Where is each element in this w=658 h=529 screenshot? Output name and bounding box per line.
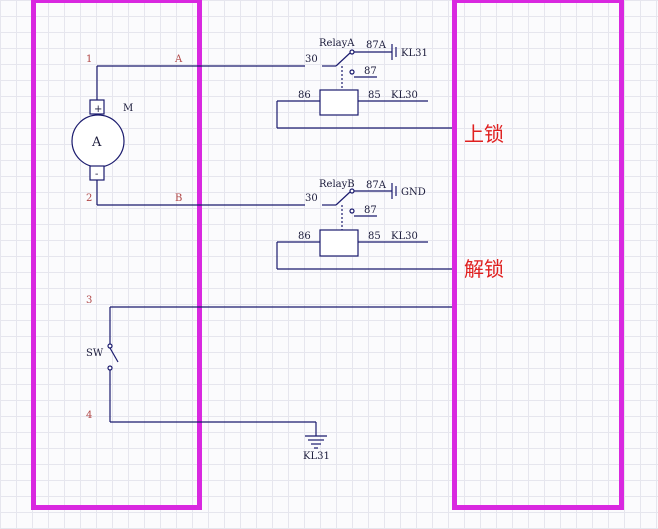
net-b-label: B xyxy=(175,193,182,204)
lock-annotation: 上锁 xyxy=(464,122,504,146)
motor-symbol: A xyxy=(91,135,102,150)
pin-2-label: 2 xyxy=(86,193,92,204)
relay-a-terminal-85: 85 xyxy=(368,90,381,101)
relay-b-terminal-86: 86 xyxy=(298,231,311,242)
switch: SW xyxy=(86,306,452,423)
motor: + - A M xyxy=(71,65,305,206)
relay-a-terminal-87a: 87A xyxy=(366,40,387,51)
relay-a-supply: KL31 xyxy=(401,48,428,59)
switch-name: SW xyxy=(86,348,104,359)
unlock-annotation: 解锁 xyxy=(464,257,504,281)
relay-b: RelayB 30 87A GND 87 86 85 KL30 xyxy=(276,179,452,270)
relay-a: RelayA 30 87A KL31 87 86 85 KL30 xyxy=(276,38,452,129)
relay-b-supply: GND xyxy=(401,187,426,198)
relay-a-terminal-87: 87 xyxy=(364,66,377,77)
net-a-label: A xyxy=(174,54,183,65)
relay-b-coil-net: KL30 xyxy=(391,231,418,242)
motor-minus-label: - xyxy=(95,169,98,180)
ground-symbol: KL31 xyxy=(303,422,330,462)
motor-plus-label: + xyxy=(94,104,102,115)
ground-label: KL31 xyxy=(303,451,330,462)
pin-4-label: 4 xyxy=(86,410,92,421)
relay-b-name: RelayB xyxy=(319,179,355,190)
relay-a-coil-net: KL30 xyxy=(391,90,418,101)
relay-a-terminal-86: 86 xyxy=(298,90,311,101)
relay-b-terminal-85: 85 xyxy=(368,231,381,242)
motor-name: M xyxy=(123,103,133,114)
relay-b-terminal-30: 30 xyxy=(305,193,318,204)
left-control-block xyxy=(31,0,202,510)
relay-a-name: RelayA xyxy=(319,38,355,49)
pin-1-label: 1 xyxy=(86,54,92,65)
relay-b-terminal-87a: 87A xyxy=(366,180,387,191)
relay-b-terminal-87: 87 xyxy=(364,205,377,216)
relay-a-terminal-30: 30 xyxy=(305,54,318,65)
pin-3-label: 3 xyxy=(86,295,92,306)
right-control-block xyxy=(452,0,624,510)
